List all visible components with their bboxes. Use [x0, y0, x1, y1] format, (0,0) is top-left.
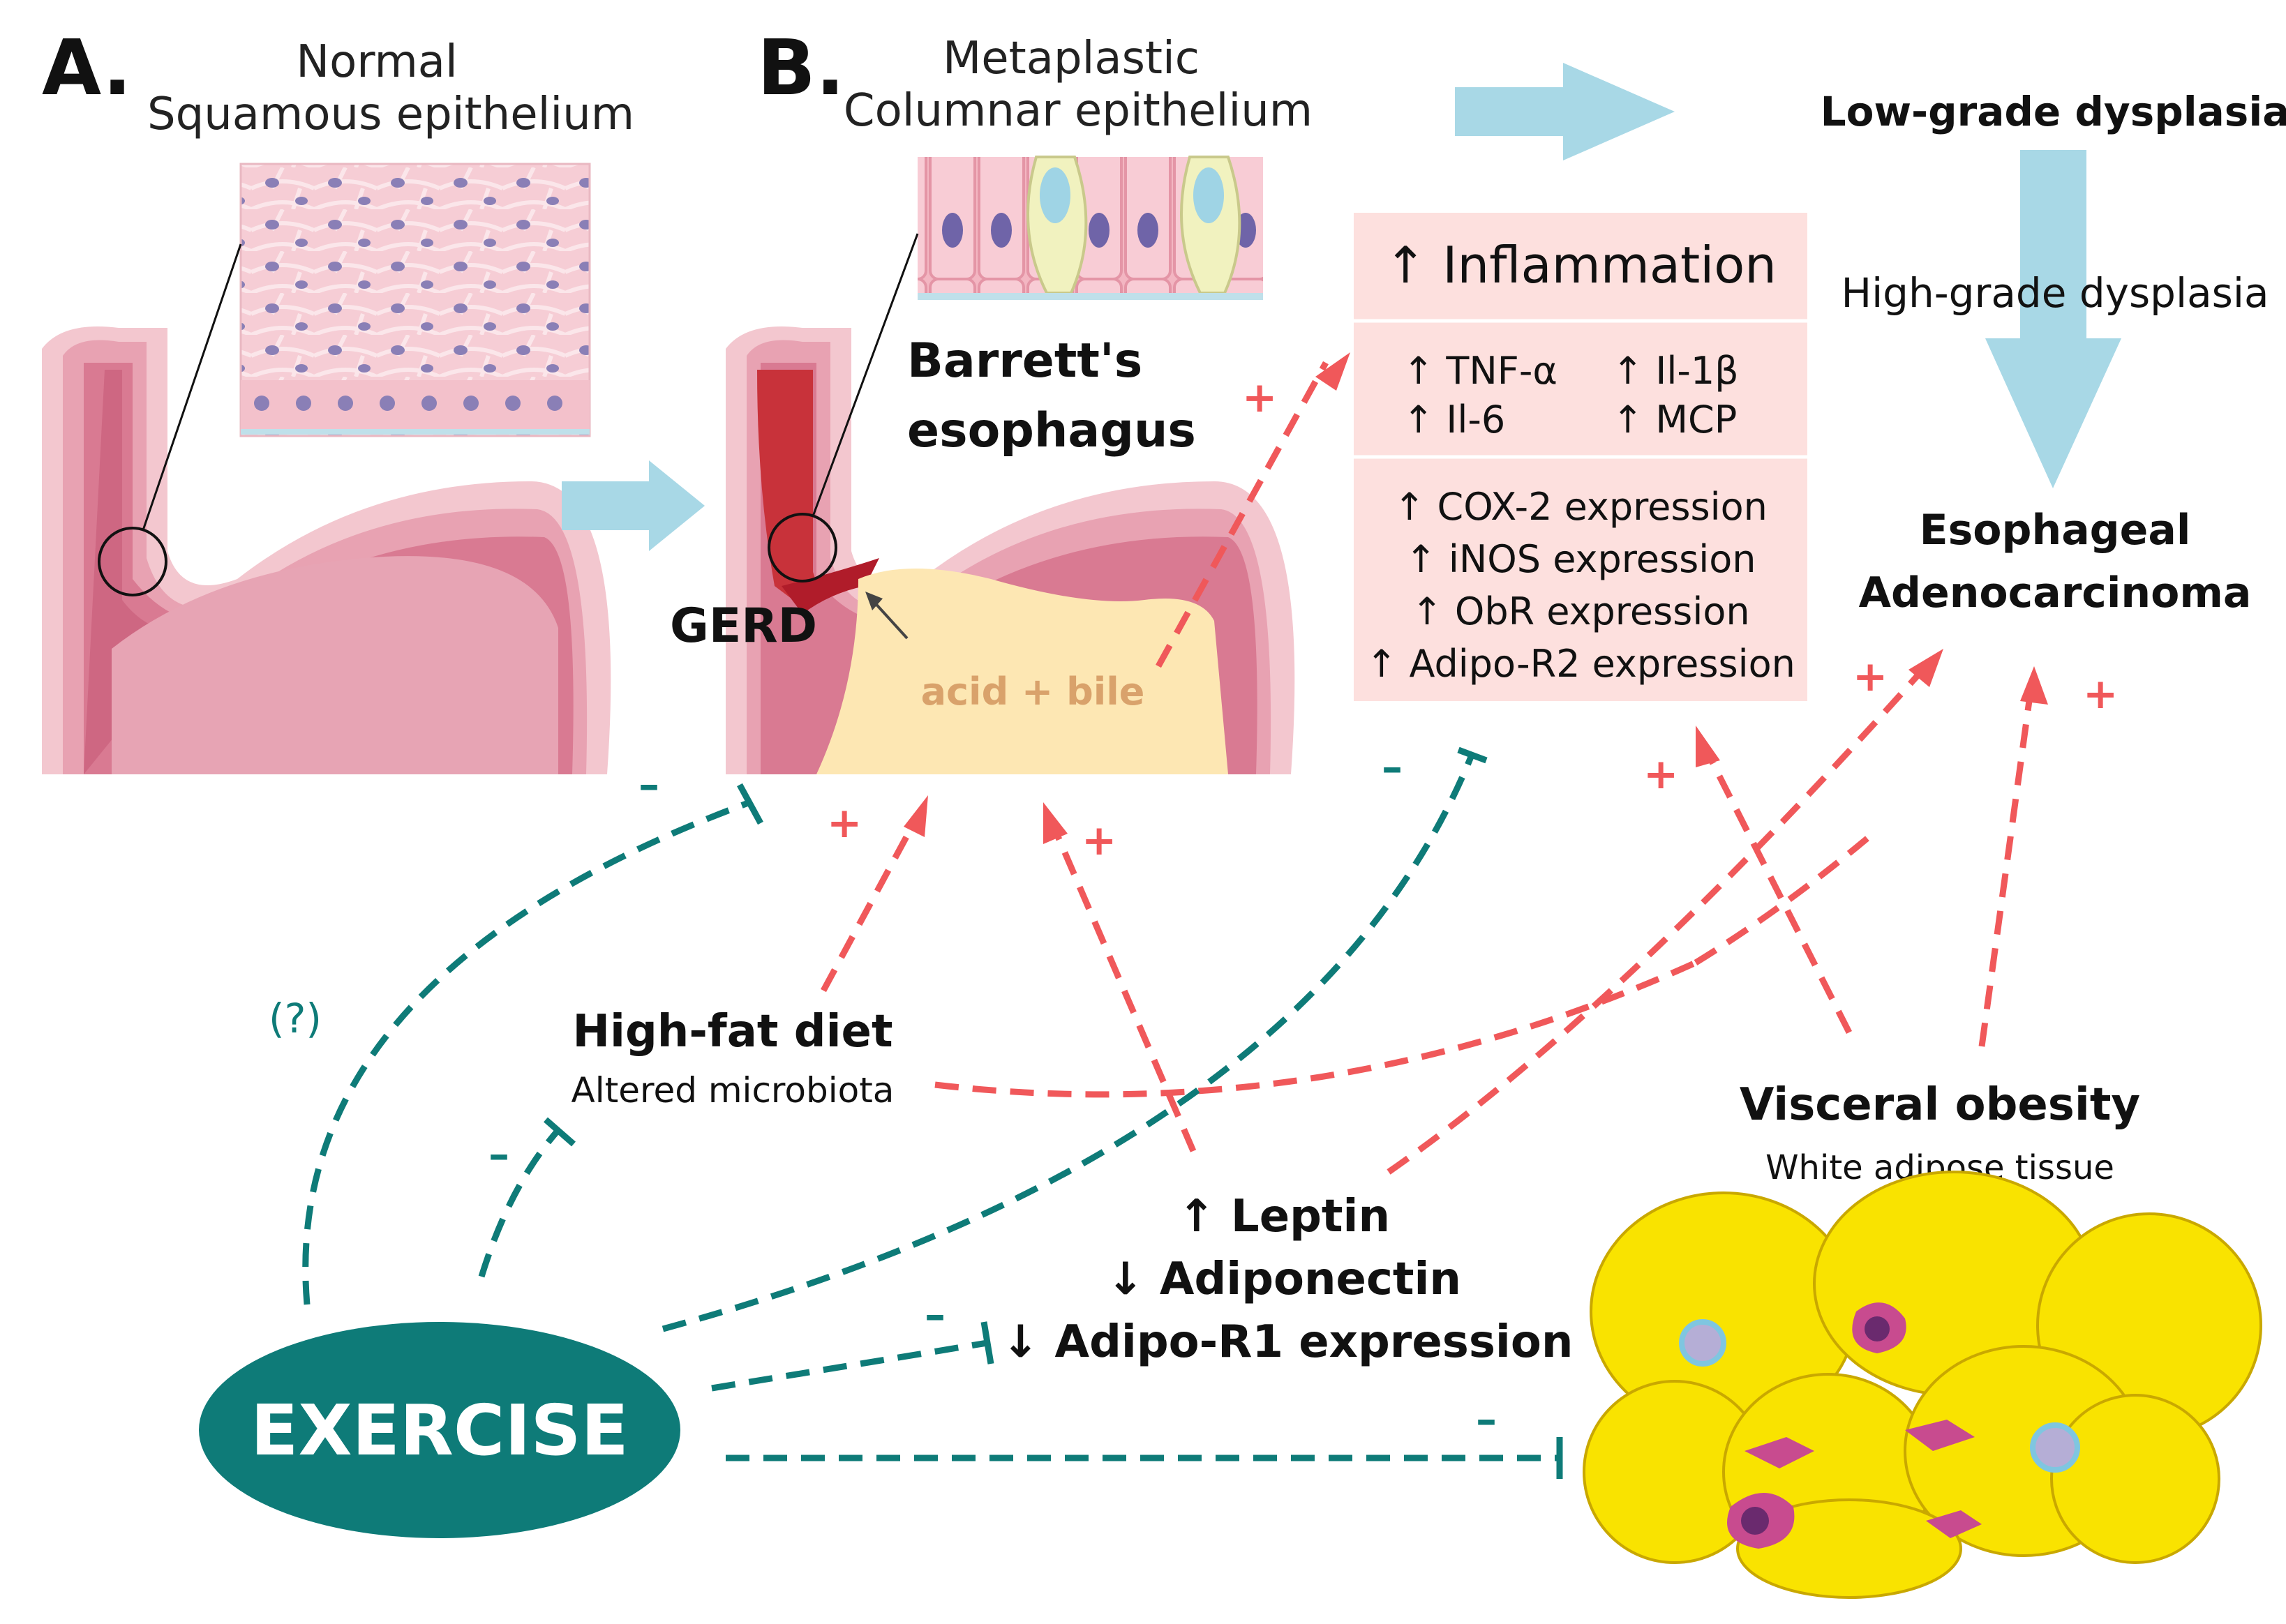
inhibiting-arrows: [302, 752, 1560, 1461]
arrow-obesity-to-cancer: [1978, 690, 2034, 1047]
columnar-tissue-inset: [918, 156, 1263, 300]
arrow-to-cancer: [1985, 150, 2121, 488]
panel-b-letter: B.: [757, 23, 845, 112]
plus-sign-4: +: [1643, 750, 1678, 799]
normal-esophagus-stomach: [42, 243, 611, 774]
arrow-leptin-to-barretts: [1050, 825, 1197, 1152]
low-grade-dysplasia-label: Low-grade dysplasia: [1821, 88, 2286, 135]
inflammation-title: ↑ Inflammation: [1384, 236, 1777, 294]
barretts-esophagus-stomach: [726, 233, 1295, 774]
minus-sign-5: –: [1476, 1395, 1497, 1444]
obr-expression: ↑ ObR expression: [1411, 589, 1749, 633]
altered-microbiota-label: Altered microbiota: [572, 1070, 895, 1111]
acid-bile-label: acid + bile: [921, 670, 1145, 714]
panel-a-letter: A.: [42, 23, 132, 112]
arrow-leptin-to-cancer: [1387, 664, 1929, 1175]
inflammation-box: ↑ Inflammation ↑ TNF-α ↑ Il-1β ↑ Il-6 ↑ …: [1354, 213, 1807, 701]
high-fat-diet-label: High-fat diet: [572, 1006, 892, 1058]
panel-b: B. Metaplastic Columnar epithelium Barre…: [670, 23, 1313, 774]
inhibit-exercise-to-diet: [478, 1128, 561, 1278]
adipose-tissue-illustration: [1583, 1171, 2262, 1599]
zoom-line-b: [812, 233, 919, 517]
panel-a-title-line2: Squamous epithelium: [147, 89, 634, 140]
plus-sign-2: +: [827, 799, 862, 848]
effect-signs: + + + + + + – – – – –: [488, 373, 2118, 1444]
adiponectin-label: ↓ Adiponectin: [1107, 1254, 1461, 1305]
inos-expression: ↑ iNOS expression: [1405, 537, 1756, 581]
plus-sign-3: +: [1082, 816, 1116, 865]
arrow-obesity-to-inflammation: [1703, 748, 1853, 1035]
panel-a: A. Normal Squamous epithelium: [42, 23, 634, 774]
inhibit-exercise-to-barretts: [302, 799, 752, 1305]
uncertain-effect-label: (?): [269, 995, 322, 1042]
inhibit-exercise-to-inflammation: [662, 752, 1476, 1332]
zoom-circle-b: [768, 513, 837, 582]
leptin-label: ↑ Leptin: [1178, 1191, 1390, 1242]
arrow-diet-to-inflammation: [934, 959, 1697, 1098]
squamous-tissue-inset: [239, 163, 591, 437]
promoting-arrowheads: [904, 352, 2048, 844]
arrow-acid-to-inflammation: [1156, 361, 1329, 668]
panel-a-title-line1: Normal: [296, 36, 458, 88]
visceral-obesity-label: Visceral obesity: [1740, 1079, 2140, 1131]
inhibiting-bars: [544, 746, 1563, 1479]
minus-sign-4: –: [925, 1291, 946, 1339]
gerd-label: GERD: [670, 599, 817, 654]
cytokine-tnf: ↑ TNF-α: [1403, 349, 1557, 393]
cytokine-il1b: ↑ Il-1β: [1612, 349, 1739, 393]
minus-sign-3: –: [488, 1130, 509, 1179]
arrow-a-to-b: [562, 460, 705, 551]
panel-b-title-line1: Metaplastic: [943, 33, 1200, 84]
exercise-label: EXERCISE: [251, 1390, 629, 1471]
progression-column: Low-grade dysplasia High-grade dysplasia…: [1821, 88, 2286, 617]
zoom-circle-a: [98, 527, 167, 596]
barretts-label-line2: esophagus: [907, 403, 1196, 458]
cytokine-mcp: ↑ MCP: [1612, 398, 1737, 442]
plus-sign-5: +: [1853, 652, 1888, 701]
cancer-label-line1: Esophageal: [1920, 506, 2191, 555]
adipor2-expression: ↑ Adipo-R2 expression: [1366, 642, 1795, 686]
plus-sign-1: +: [1242, 373, 1277, 422]
zoom-line-a: [142, 243, 242, 531]
arrow-to-dysplasia: [1455, 63, 1675, 160]
inhibit-exercise-to-adipokines: [711, 1339, 988, 1392]
adipor1-label: ↓ Adipo-R1 expression: [1002, 1316, 1574, 1368]
barretts-label-line1: Barrett's: [907, 333, 1142, 389]
minus-sign-2: –: [1382, 743, 1403, 792]
minus-sign-1: –: [638, 760, 659, 809]
cytokine-il6: ↑ Il-6: [1403, 398, 1505, 442]
panel-b-title-line2: Columnar epithelium: [844, 85, 1313, 137]
cancer-label-line2: Adenocarcinoma: [1859, 569, 2252, 617]
plus-sign-6: +: [2083, 670, 2118, 719]
arrow-diet-to-barretts: [821, 814, 920, 993]
reflux-arrow: [871, 599, 909, 640]
exercise-node: EXERCISE: [199, 1322, 680, 1538]
high-grade-dysplasia-label: High-grade dysplasia: [1841, 269, 2269, 317]
cox2-expression: ↑ COX-2 expression: [1394, 485, 1768, 529]
promoting-arrows: [821, 361, 2034, 1175]
